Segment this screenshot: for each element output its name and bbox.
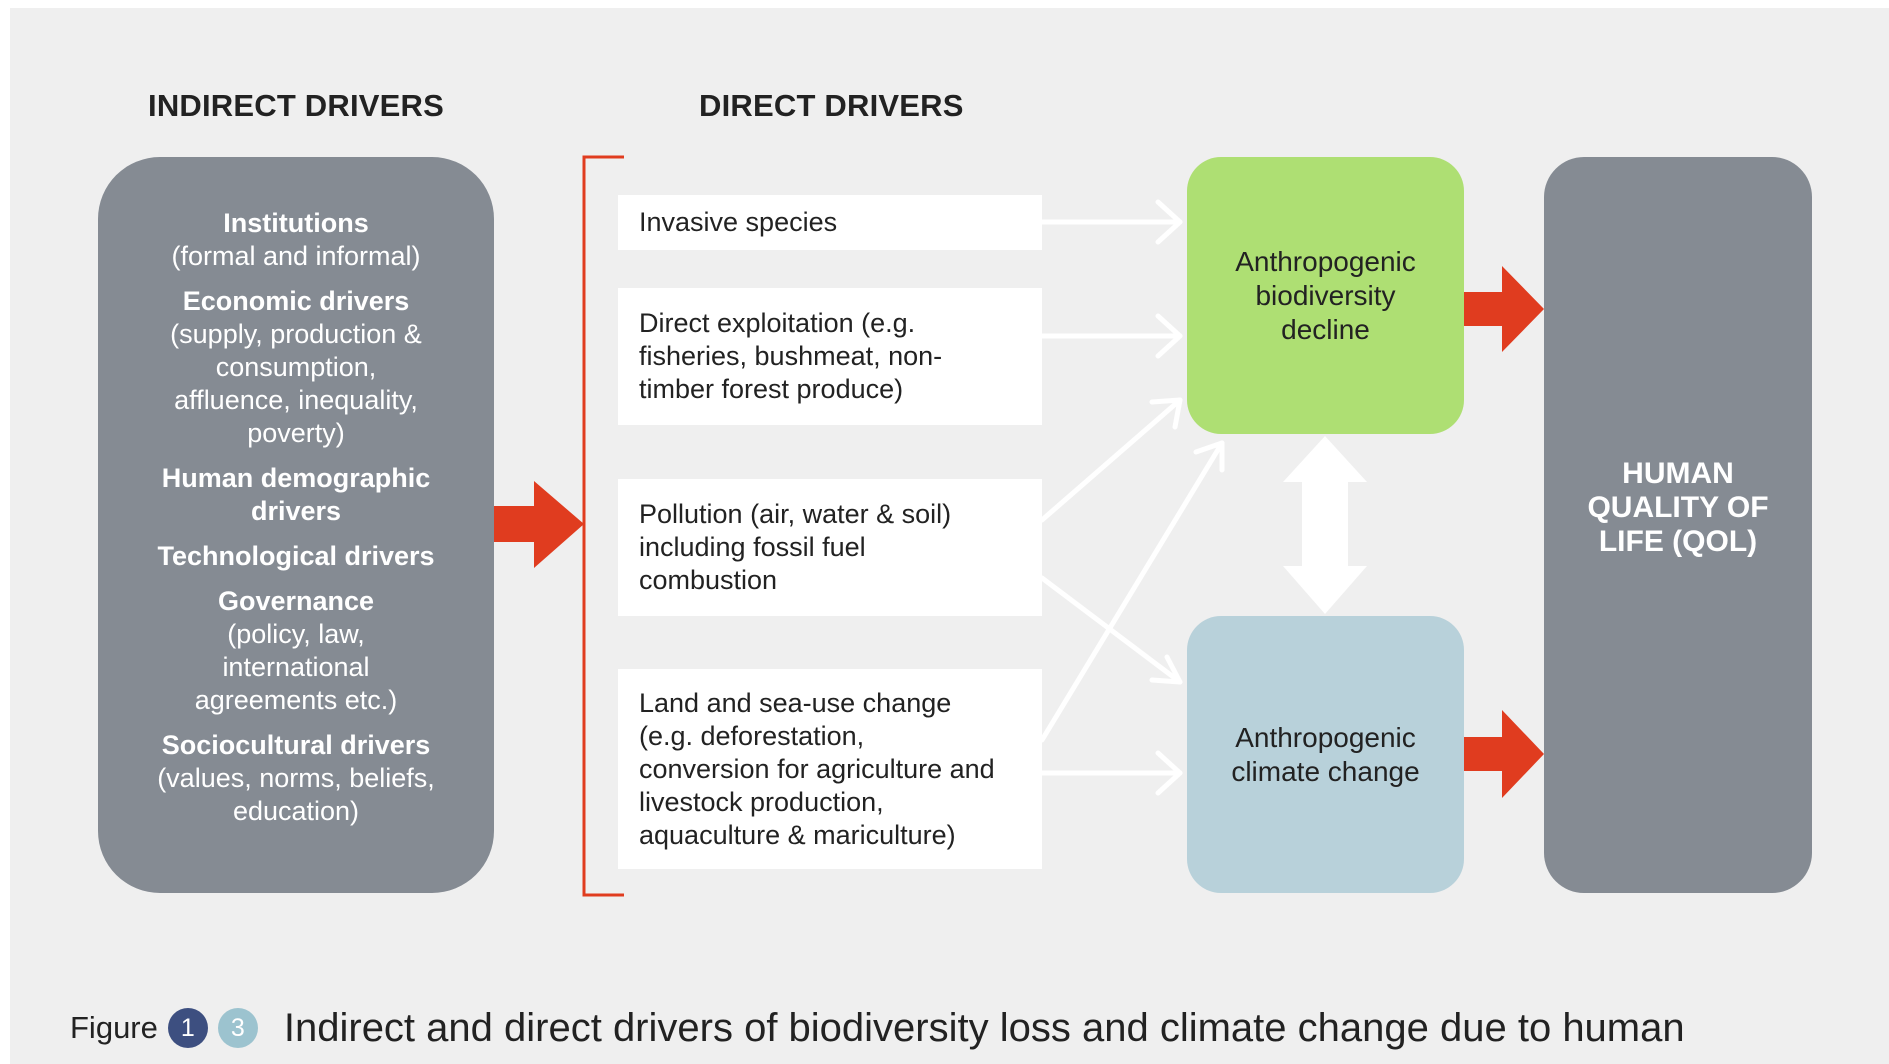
indirect-drivers-box: Institutions (formal and informal) Econo…: [98, 157, 494, 893]
figure-caption: Figure 1 3 Indirect and direct drivers o…: [70, 1005, 1685, 1050]
direct-driver-pollution: Pollution (air, water & soil) including …: [618, 479, 1042, 616]
figure-label: Figure: [70, 1010, 158, 1045]
biodiversity-decline-box: Anthropogenic biodiversity decline: [1187, 157, 1464, 434]
indirect-driver-detail: (formal and informal): [171, 241, 421, 271]
indirect-driver-detail: (values, norms, beliefs, education): [157, 763, 435, 826]
direct-driver-label: Pollution (air, water & soil) including …: [639, 499, 952, 595]
indirect-driver-detail: (supply, production & consumption, afflu…: [170, 319, 422, 448]
direct-driver-land-sea-use: Land and sea-use change (e.g. deforestat…: [618, 669, 1042, 869]
indirect-driver-technological: Technological drivers: [98, 540, 494, 573]
climate-change-box: Anthropogenic climate change: [1187, 616, 1464, 893]
arrowhead-icon: [1155, 199, 1183, 245]
climate-change-label: Anthropogenic climate change: [1231, 721, 1420, 787]
direct-driver-label: Invasive species: [639, 207, 838, 237]
direct-driver-exploitation: Direct exploitation (e.g. fisheries, bus…: [618, 288, 1042, 425]
indirect-to-direct-arrow: [494, 481, 584, 568]
biodiversity-climate-double-arrow: [1283, 436, 1367, 614]
land-to-biodiversity-arrow: [1039, 440, 1225, 743]
figure-badge-1: 1: [167, 1008, 208, 1048]
indirect-driver-detail: (policy, law, international agreements e…: [194, 619, 398, 715]
arrowhead-icon: [1149, 654, 1183, 685]
climate-to-qol-arrow: [1464, 710, 1544, 798]
figure-title: Indirect and direct drivers of biodivers…: [283, 1005, 1685, 1050]
indirect-driver-title: Sociocultural drivers: [161, 730, 431, 760]
arrowhead-icon: [1193, 440, 1225, 473]
indirect-driver-title: Governance: [217, 586, 375, 616]
indirect-driver-title: Economic drivers: [182, 286, 410, 316]
indirect-driver-title: Institutions: [223, 208, 369, 238]
direct-driver-invasive-species: Invasive species: [618, 195, 1042, 250]
arrowhead-icon: [1149, 397, 1183, 430]
indirect-driver-governance: Governance (policy, law, international a…: [98, 585, 494, 717]
pollution-to-biodiversity-arrow: [1039, 397, 1183, 523]
indirect-driver-title: Technological drivers: [157, 541, 435, 571]
qol-label: HUMAN QUALITY OF LIFE (QOL): [1587, 457, 1769, 558]
biodiversity-decline-label: Anthropogenic biodiversity decline: [1235, 245, 1416, 345]
indirect-driver-economic: Economic drivers (supply, production & c…: [98, 285, 494, 450]
direct-driver-label: Direct exploitation (e.g. fisheries, bus…: [639, 308, 943, 404]
biodiversity-to-qol-arrow: [1464, 266, 1544, 352]
direct-driver-label: Land and sea-use change (e.g. deforestat…: [639, 687, 995, 850]
indirect-drivers-heading: INDIRECT DRIVERS: [148, 88, 445, 123]
direct-drivers-bracket: [582, 155, 624, 897]
indirect-drivers-list: Institutions (formal and informal) Econo…: [98, 207, 494, 840]
arrowhead-icon: [1155, 313, 1183, 359]
figure-badge-3: 3: [217, 1008, 258, 1048]
indirect-driver-sociocultural: Sociocultural drivers (values, norms, be…: [98, 729, 494, 828]
direct-drivers-heading: DIRECT DRIVERS: [699, 88, 964, 123]
indirect-driver-demographic: Human demographic drivers: [98, 462, 494, 528]
indirect-driver-institutions: Institutions (formal and informal): [98, 207, 494, 273]
indirect-driver-title: Human demographic drivers: [161, 463, 431, 526]
arrowhead-icon: [1155, 750, 1183, 796]
human-quality-of-life-box: HUMAN QUALITY OF LIFE (QOL): [1544, 157, 1812, 893]
